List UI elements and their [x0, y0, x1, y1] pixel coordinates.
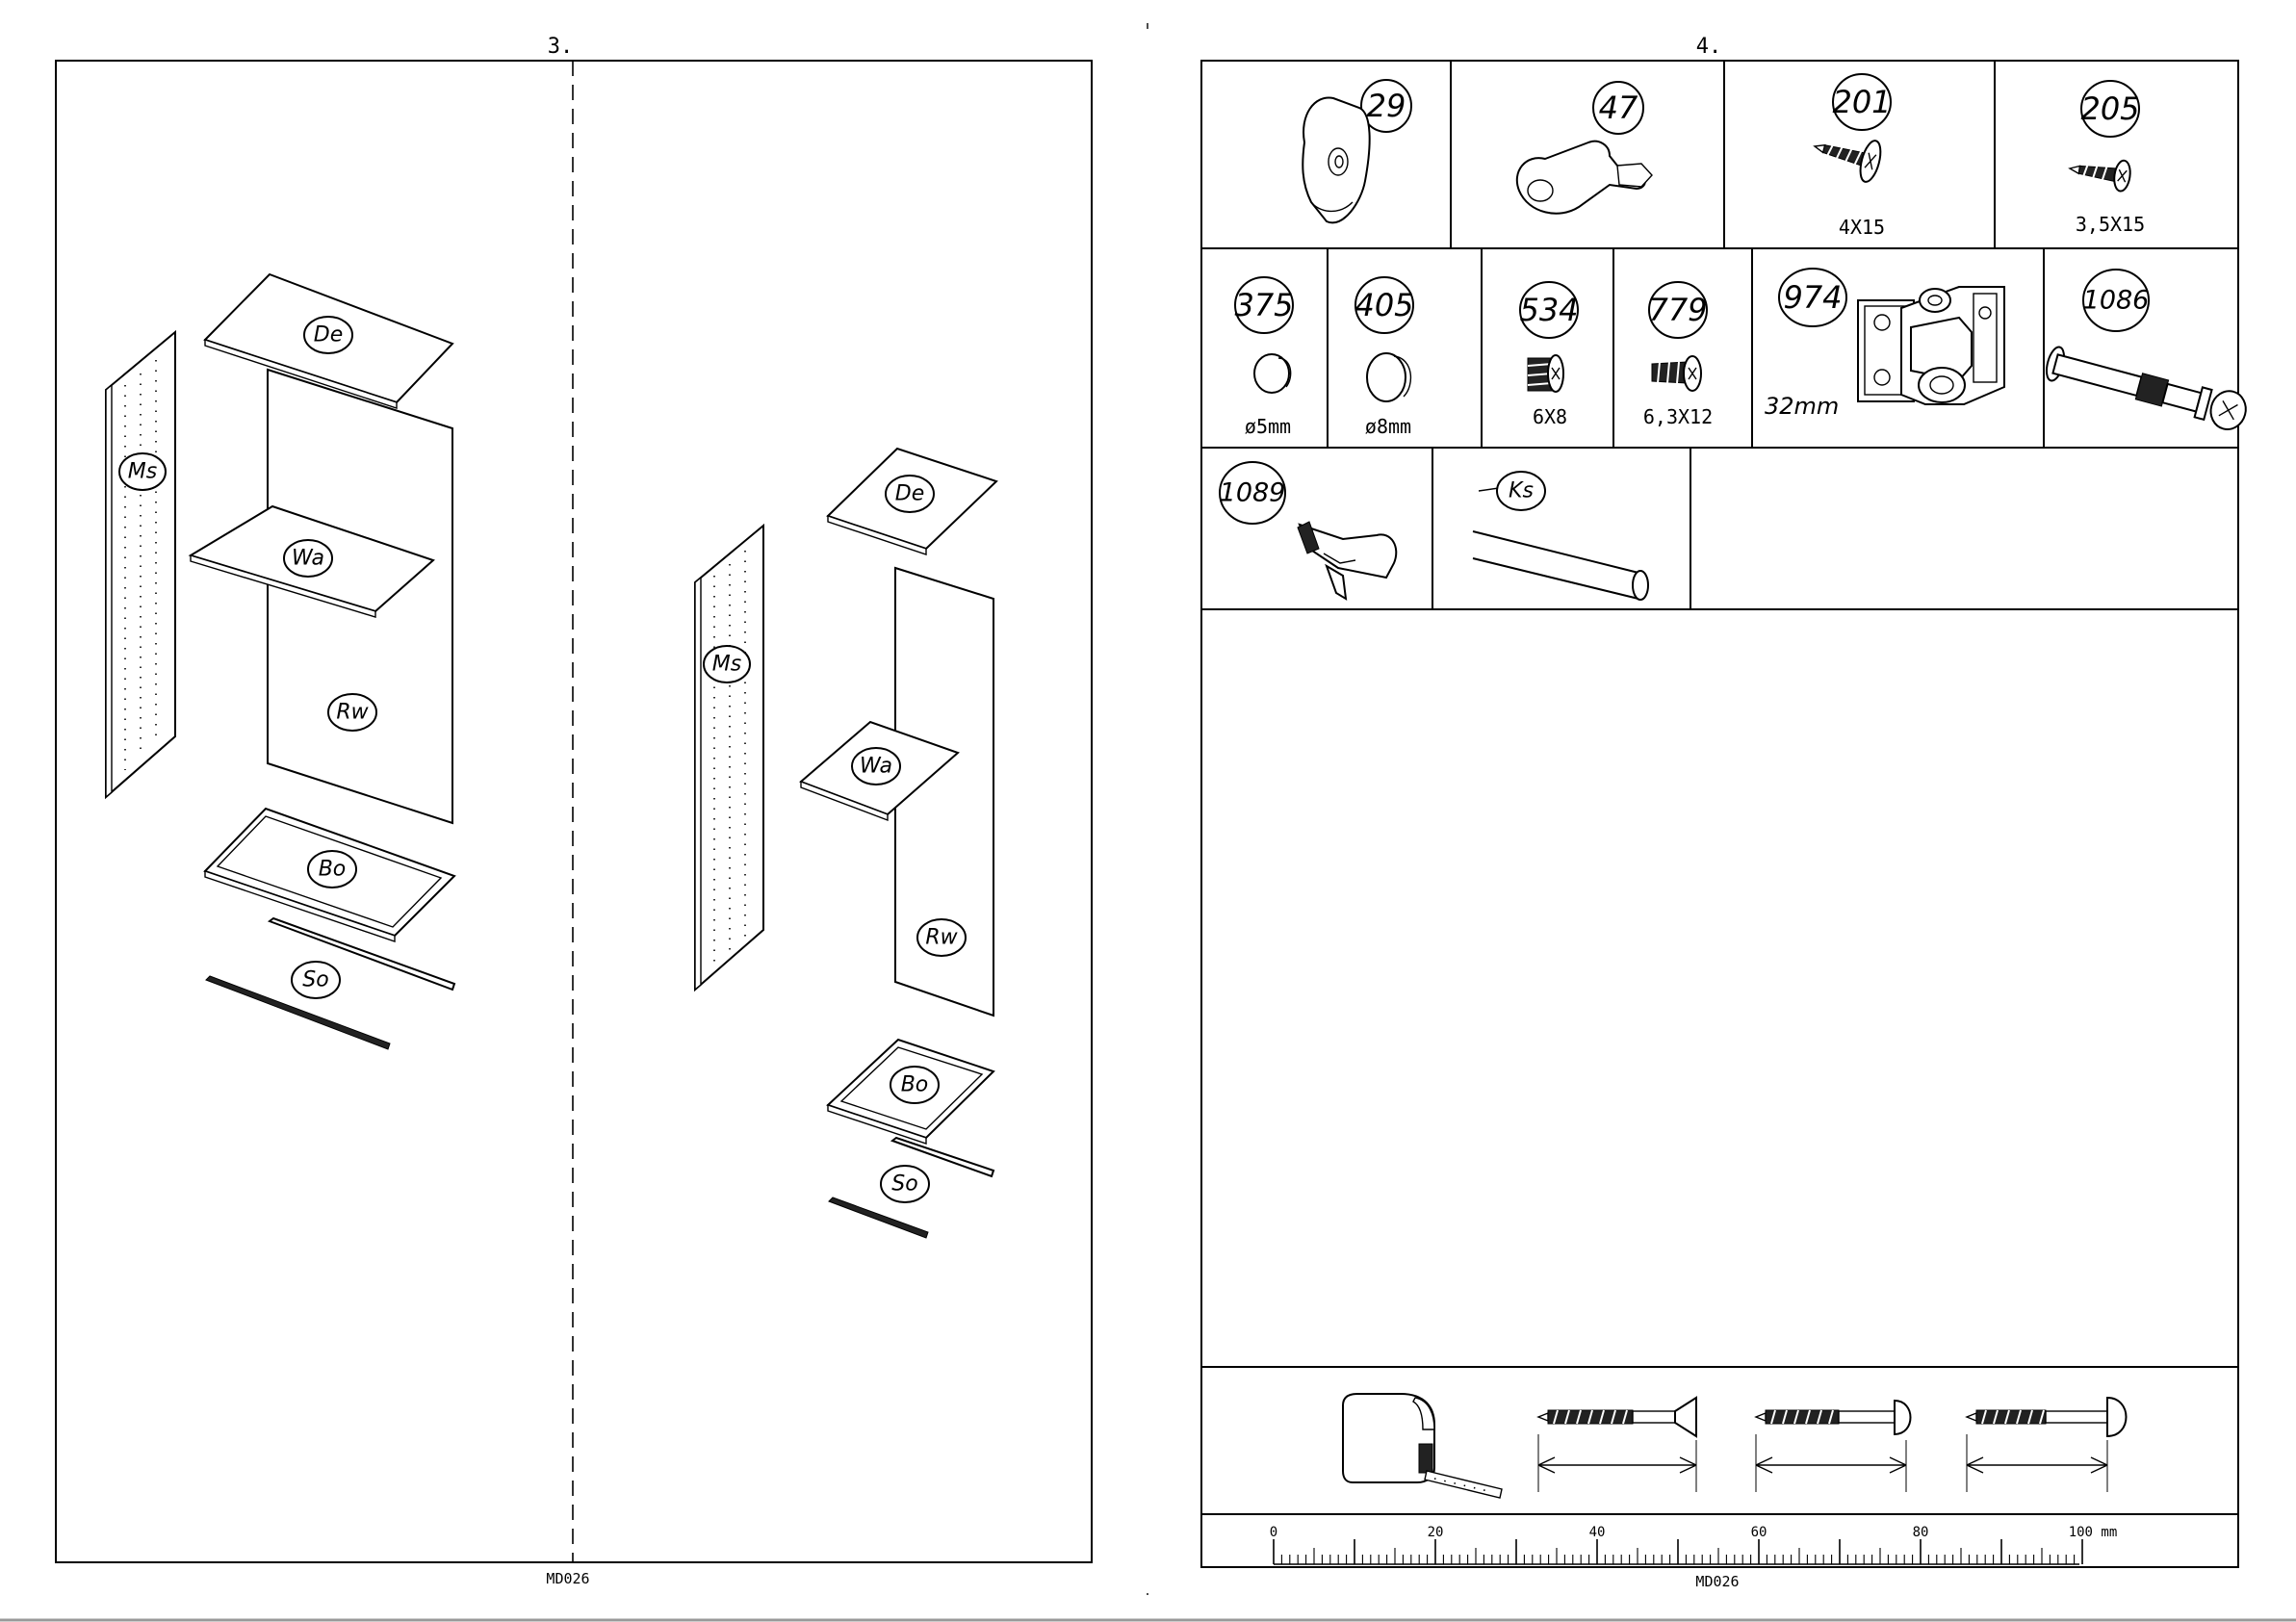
label-ms-short: Ms [712, 653, 741, 677]
part-375-size: ø5mm [1245, 415, 1291, 438]
part-405-cover-cap: 405 ø8mm [1354, 277, 1413, 438]
part-405-number: 405 [1354, 287, 1413, 323]
part-29-number: 29 [1367, 88, 1406, 124]
part-534-euro-screw: 534 6X8 [1519, 282, 1578, 428]
part-779-screw: 779 6,3X12 [1643, 282, 1713, 428]
part-779-size: 6,3X12 [1643, 405, 1713, 428]
ruler-label-40: 40 [1589, 1525, 1606, 1540]
label-so-tall: So [302, 968, 328, 992]
part-375-cover-cap: 375 ø5mm [1234, 277, 1293, 438]
panel-so-short: So [829, 1138, 993, 1238]
part-205-size: 3,5X15 [2076, 213, 2145, 236]
part-1089-number: 1089 [1220, 478, 1286, 508]
tape-measure-icon [1343, 1394, 1502, 1498]
part-205-number: 205 [2080, 90, 2139, 127]
part-201-size: 4X15 [1839, 216, 1885, 239]
panel-de-short: De [828, 449, 996, 554]
part-ks-number: Ks [1509, 479, 1534, 503]
label-bo-tall: Bo [319, 858, 347, 882]
ruler-ticks [1274, 1539, 2082, 1564]
footer-code-left: MD026 [546, 1570, 589, 1587]
label-de-tall: De [314, 323, 343, 348]
part-405-size: ø8mm [1365, 415, 1411, 438]
exploded-view-tall: Ms De Rw Wa Bo [106, 274, 454, 1049]
label-de-short: De [895, 482, 924, 506]
label-so-short: So [891, 1172, 917, 1197]
part-974-number: 974 [1783, 279, 1842, 316]
panel-so-tall: So [206, 918, 454, 1049]
ruler-label-20: 20 [1428, 1525, 1444, 1540]
screw-pan-head-icon [1967, 1398, 2127, 1492]
part-1089-shelf-peg: 1089 [1220, 462, 1397, 599]
part-779-number: 779 [1648, 292, 1707, 328]
part-974-size: 32mm [1765, 393, 1839, 420]
part-ks-hanging-rod: Ks [1473, 472, 1648, 600]
panel-ms-short: Ms [695, 526, 763, 990]
part-375-number: 375 [1234, 287, 1293, 323]
ruler-label-60: 60 [1751, 1525, 1767, 1540]
part-201-screw: 201 4X15 [1809, 74, 1891, 239]
screw-round-head-icon [1756, 1401, 1911, 1492]
label-bo-short: Bo [901, 1073, 929, 1097]
step-number-3: 3. [548, 35, 574, 59]
panel-bo-tall: Bo [205, 809, 454, 941]
part-534-number: 534 [1519, 292, 1578, 328]
label-rw-short: Rw [925, 926, 958, 950]
ruler: 0 20 40 60 80 100 mm [1270, 1525, 2118, 1564]
label-ms-tall: Ms [128, 460, 157, 484]
part-29-rail-support: 29 [1303, 80, 1411, 222]
panel-bo-short: Bo [828, 1040, 993, 1144]
part-974-hinge: 974 32mm [1765, 269, 2004, 420]
footer-code-right: MD026 [1695, 1573, 1739, 1590]
ruler-label-80: 80 [1913, 1525, 1929, 1540]
label-wa-tall: Wa [292, 547, 324, 571]
panel-ms-tall: Ms [106, 332, 175, 797]
part-205-screw: 205 3,5X15 [2068, 81, 2145, 236]
exploded-view-short: Ms De Rw Wa Bo [695, 449, 996, 1238]
part-47-shelf-support: 47 [1517, 82, 1652, 214]
part-534-size: 6X8 [1533, 405, 1567, 428]
part-1086-number: 1086 [2083, 286, 2150, 316]
part-1086-connector-bolt: 1086 [2043, 270, 2250, 433]
label-rw-tall: Rw [336, 701, 369, 725]
part-47-number: 47 [1599, 90, 1638, 126]
ruler-label-0: 0 [1270, 1525, 1277, 1540]
label-wa-short: Wa [860, 755, 892, 779]
screw-countersunk-icon [1538, 1398, 1696, 1492]
part-201-number: 201 [1832, 84, 1891, 120]
step-number-4: 4. [1696, 35, 1722, 59]
ruler-label-100: 100 mm [2069, 1525, 2118, 1540]
